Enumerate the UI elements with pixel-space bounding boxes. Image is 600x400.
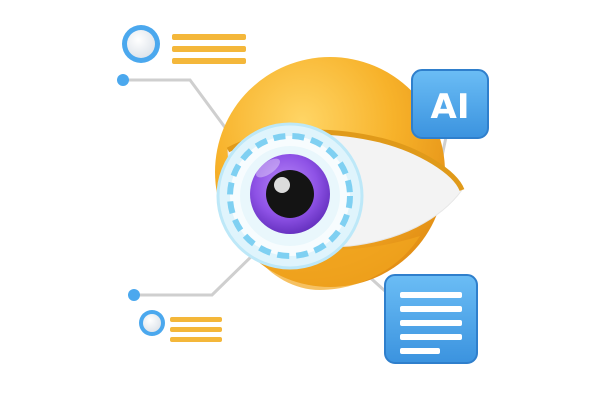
connector-dots [117, 74, 140, 301]
document-card-icon [384, 274, 478, 364]
ai-badge-icon: AI [411, 69, 489, 139]
info-node-bottom [139, 310, 222, 342]
lens [216, 122, 364, 270]
info-node-top [122, 25, 246, 64]
ai-badge-label: AI [431, 87, 470, 127]
